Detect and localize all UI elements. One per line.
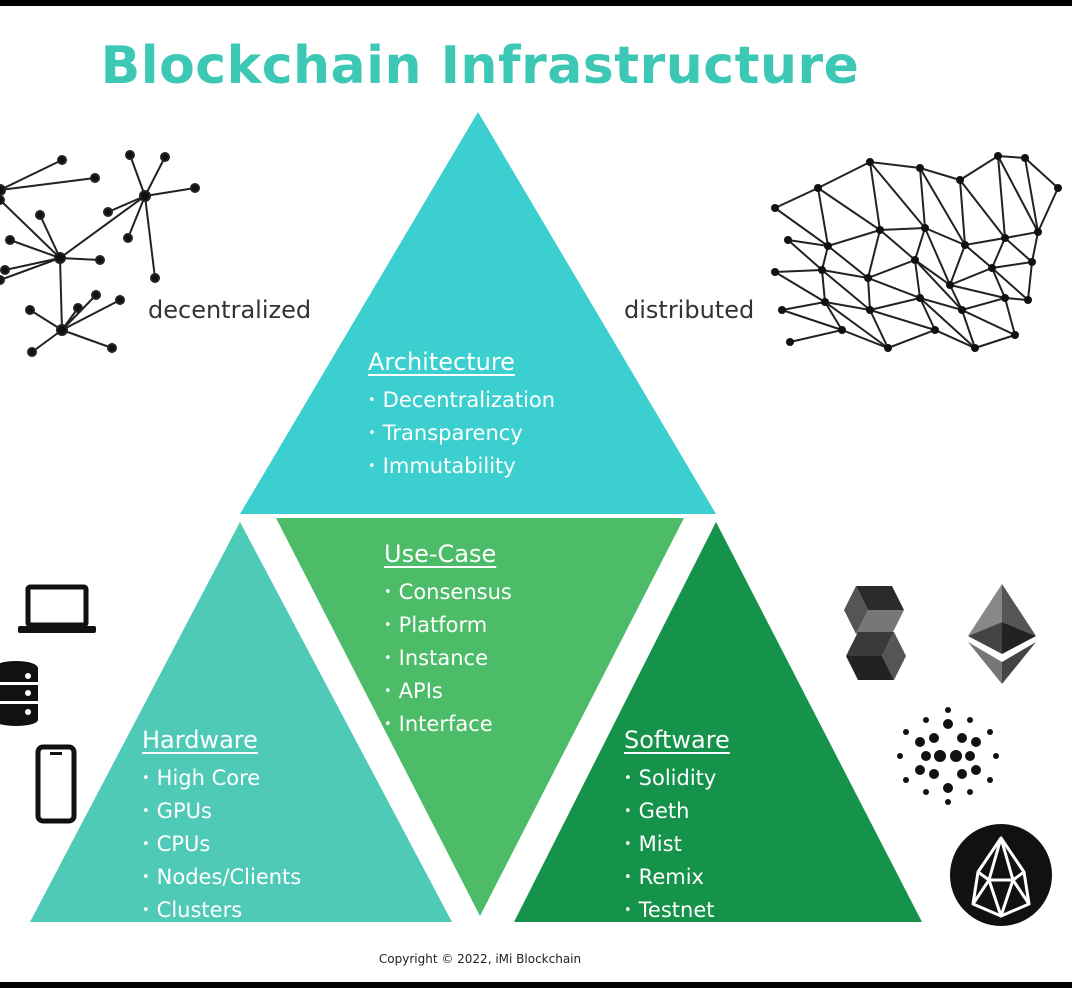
cardano-icon: [897, 707, 999, 805]
decentralized-network-icon: [0, 150, 200, 357]
list-item: Solidity: [624, 762, 730, 795]
list-item: Interface: [384, 708, 512, 741]
architecture-heading: Architecture: [368, 348, 515, 376]
page-title: Blockchain Infrastructure: [100, 36, 860, 96]
list-item: Instance: [384, 642, 512, 675]
distributed-label: distributed: [624, 296, 755, 324]
list-item: Nodes/Clients: [142, 861, 302, 894]
smartphone-icon: [35, 744, 77, 824]
software-triangle: [514, 522, 922, 922]
laptop-icon: [18, 584, 96, 633]
list-item: High Core: [142, 762, 301, 795]
hardware-triangle: [30, 522, 452, 922]
list-item: Geth: [624, 795, 730, 828]
architecture-section: Architecture Decentralization Transparen…: [368, 348, 555, 483]
list-item: Testnet: [624, 894, 730, 927]
list-item: Decentralization: [368, 384, 555, 417]
decentralized-label: decentralized: [148, 296, 312, 324]
software-section: Software Solidity Geth Mist Remix Testne…: [624, 726, 730, 927]
list-item: Consensus: [384, 576, 512, 609]
hardware-section: Hardware High Core GPUs CPUs Nodes/Clien…: [142, 726, 301, 927]
hardware-list: High Core GPUs CPUs Nodes/Clients Cluste…: [142, 762, 302, 927]
database-icon: [0, 661, 38, 726]
software-heading: Software: [624, 726, 730, 754]
list-item: Platform: [384, 609, 512, 642]
top-border: [0, 0, 1072, 6]
solana-icon: [844, 586, 906, 680]
list-item: Clusters: [142, 894, 301, 927]
usecase-heading: Use-Case: [384, 540, 497, 568]
bottom-border: [0, 982, 1072, 988]
list-item: Remix: [624, 861, 730, 894]
copyright-notice: Copyright © 2022, iMi Blockchain: [378, 952, 582, 966]
distributed-network-icon: [771, 152, 1062, 352]
list-item: GPUs: [142, 795, 301, 828]
list-item: CPUs: [142, 828, 301, 861]
list-item: Transparency: [368, 417, 555, 450]
usecase-list: Consensus Platform Instance APIs Interfa…: [384, 576, 512, 741]
list-item: Immutability: [368, 450, 555, 483]
usecase-section: Use-Case Consensus Platform Instance API…: [384, 540, 512, 741]
ethereum-icon: [968, 584, 1036, 684]
list-item: APIs: [384, 675, 512, 708]
software-list: Solidity Geth Mist Remix Testnet: [624, 762, 730, 927]
eos-icon: [950, 824, 1052, 926]
architecture-triangle: [240, 112, 716, 514]
hardware-heading: Hardware: [142, 726, 258, 754]
list-item: Mist: [624, 828, 730, 861]
architecture-list: Decentralization Transparency Immutabili…: [368, 384, 555, 483]
